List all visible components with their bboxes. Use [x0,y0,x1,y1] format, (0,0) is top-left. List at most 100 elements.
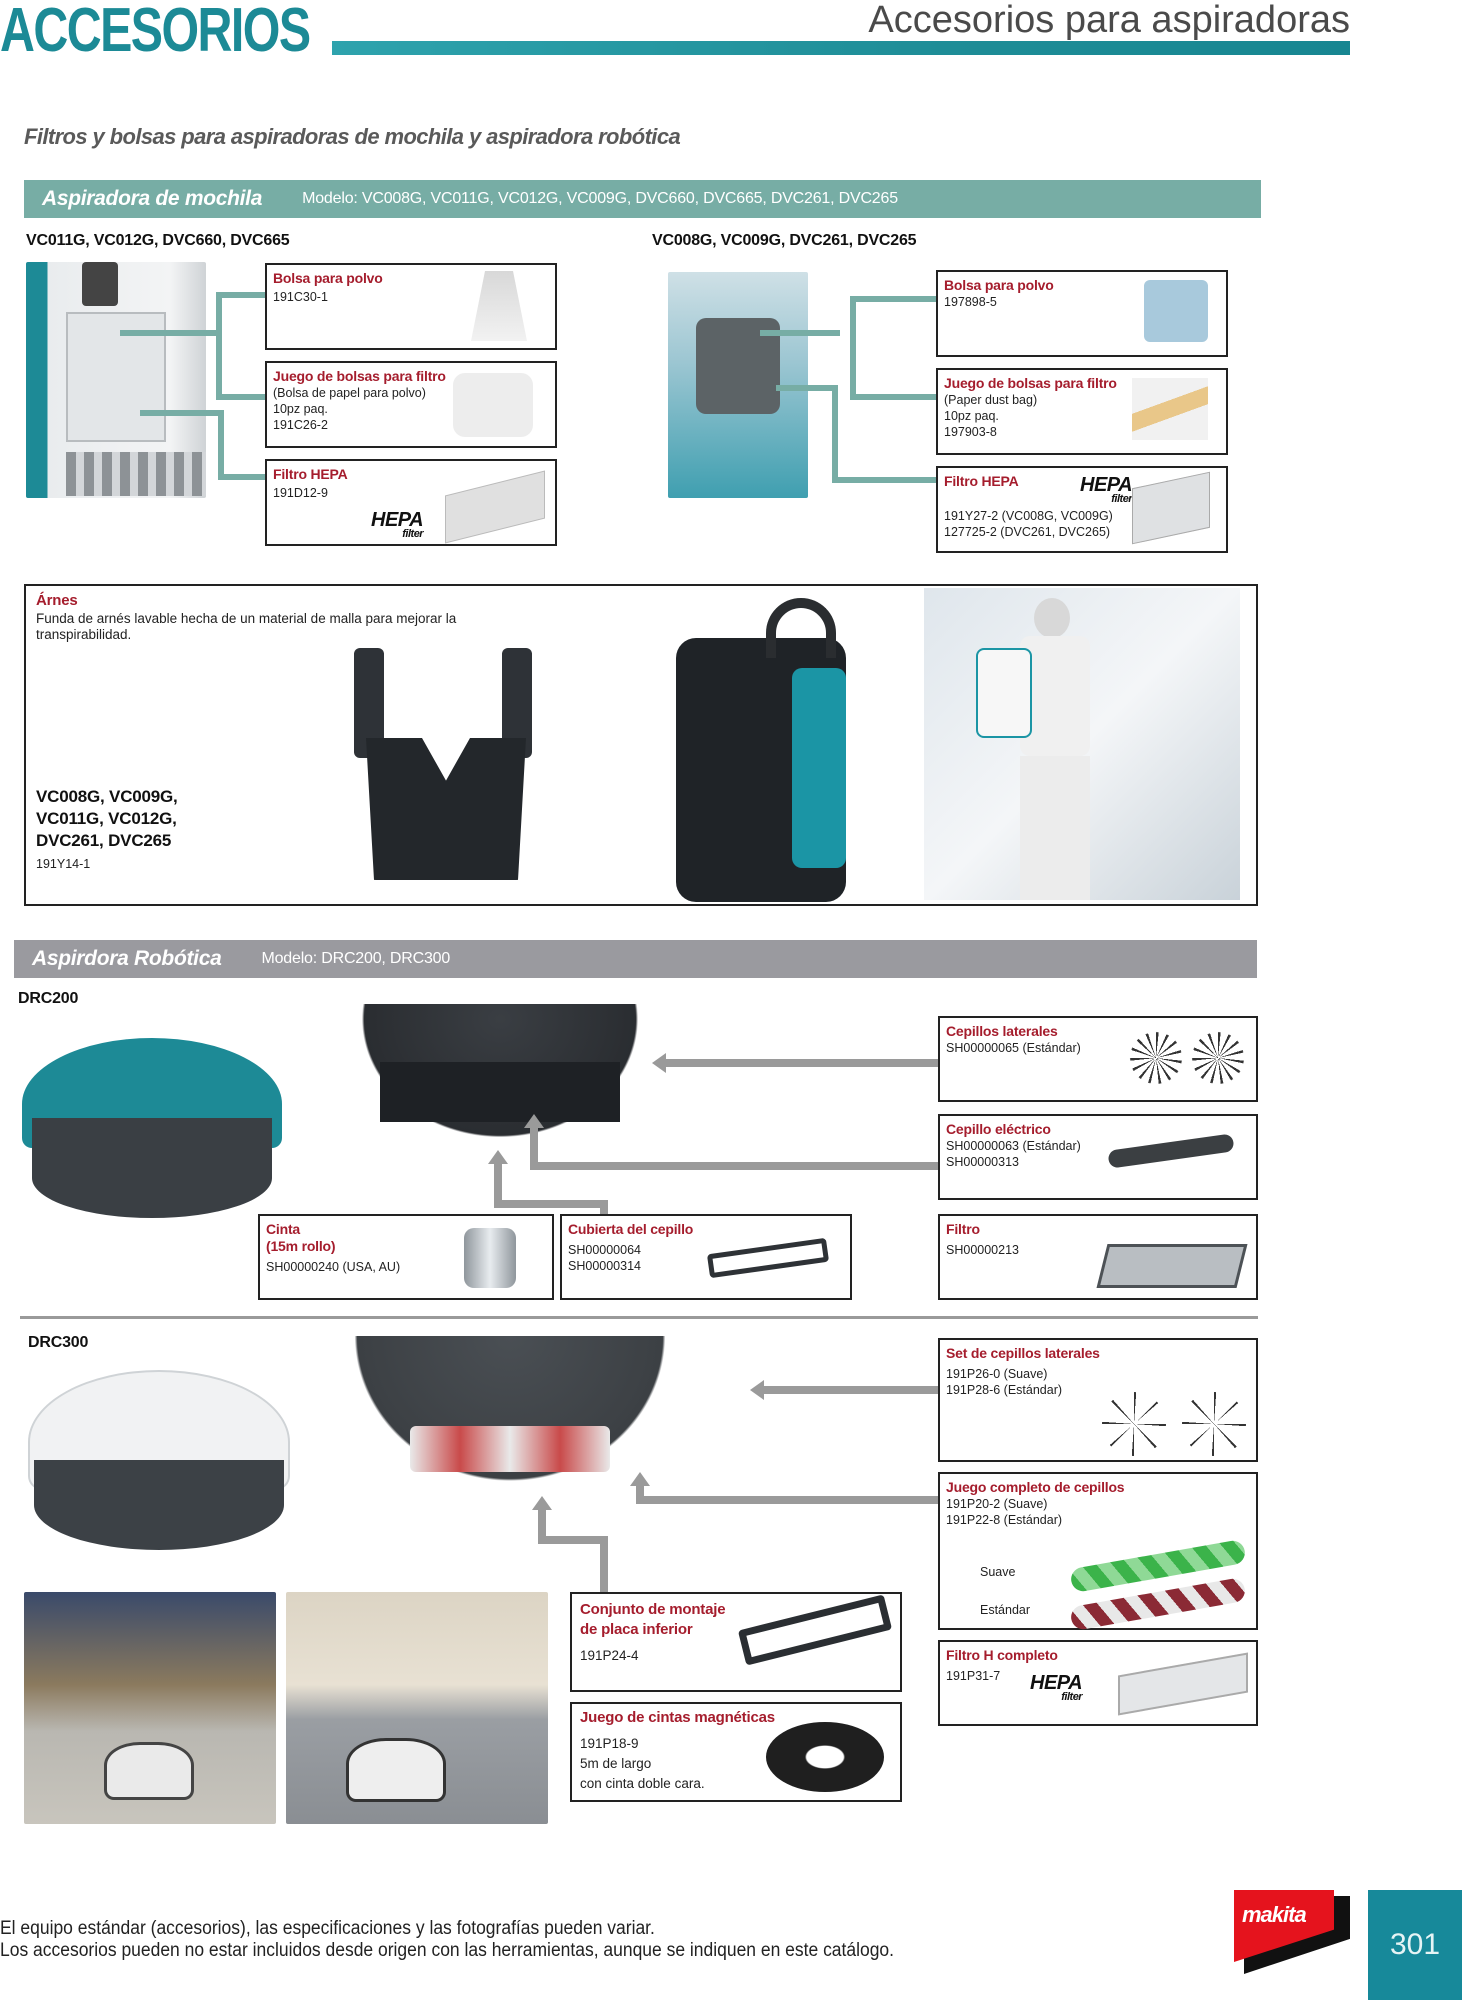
product-code: 191C26-2 [273,418,328,432]
drc200-underside-image [340,1004,660,1156]
product-title: Filtro HEPA [273,466,348,482]
harness-model-line: DVC261, DVC265 [36,831,172,850]
side-brush-icon [1182,1392,1246,1456]
product-code: SH00000313 [946,1155,1019,1169]
tape-roll-image [464,1228,516,1288]
product-code: 191P28-6 (Estándar) [946,1383,1063,1397]
product-title: Bolsa para polvo [273,270,383,286]
product-card-brush-cover[interactable]: Cubierta del cepillo SH00000064 SH000003… [560,1214,852,1300]
product-card-magnetic-tape[interactable]: Juego de cintas magnéticas 191P18-9 5m d… [570,1702,902,1802]
footer-note-1: El equipo estándar (accesorios), las esp… [0,1918,655,1939]
arrow-left-icon [750,1380,764,1400]
product-title-2: (15m rollo) [266,1238,336,1254]
harness-on-vacuum-image [616,598,856,902]
footer-note-2: Los accesorios pueden no estar incluidos… [0,1940,895,1961]
product-card-main-brush[interactable]: Cepillo eléctrico SH00000063 (Estándar) … [938,1114,1258,1200]
product-card-bottom-plate[interactable]: Conjunto de montaje de placa inferior 19… [570,1592,902,1692]
product-title: Juego de bolsas para filtro [273,368,446,384]
harness-code: 191Y14-1 [36,857,91,871]
product-code: 197903-8 [944,425,997,439]
product-title: Juego de bolsas para filtro [944,375,1117,391]
footer-notes: El equipo estándar (accesorios), las esp… [0,1918,894,1962]
soft-label: Suave [980,1565,1016,1579]
product-title: Juego completo de cepillos [946,1479,1125,1495]
product-code: SH00000213 [946,1243,1019,1257]
hepa-badge-sub: filter [1111,493,1133,505]
office-robot-photo [286,1592,548,1824]
side-brush-icon [1188,1028,1248,1088]
harness-image [336,648,566,880]
arrow-up-icon [524,1114,544,1128]
harness-card[interactable]: Árnes Funda de arnés lavable hecha de un… [24,584,1258,906]
product-card-dust-bag[interactable]: Bolsa para polvo 191C30-1 [265,263,557,350]
product-title: Bolsa para polvo [944,277,1054,293]
section-divider [20,1316,1258,1319]
drc300-robot-image [10,1350,300,1560]
dust-bag-blue-image [1144,280,1208,342]
section-band-backpack: Aspiradora de mochila Modelo: VC008G, VC… [24,180,1261,218]
product-code: 191P31-7 [946,1669,1001,1683]
product-code: 191P24-4 [580,1648,639,1663]
product-card-filter-bags-paper[interactable]: Juego de bolsas para filtro (Paper dust … [936,368,1228,455]
page-title: Accesorios para aspiradoras [868,0,1350,41]
model-heading-drc200: DRC200 [18,990,79,1007]
product-note: (Paper dust bag) [944,393,1038,407]
product-title: Cinta [266,1221,301,1237]
side-brush-icon [1126,1028,1186,1088]
hepa-badge-text: HEPA [371,509,424,531]
arrow-up-icon [532,1496,552,1510]
page-number: 301 [1368,1890,1462,2000]
section-band-robotic: Aspirdora Robótica Modelo: DRC200, DRC30… [14,940,1257,978]
arrow-left-icon [652,1053,666,1073]
makita-logo-text: makita [1242,1902,1307,1927]
drc200-robot-image [22,1028,282,1238]
product-card-filter-drc200[interactable]: Filtro SH00000213 [938,1214,1258,1300]
product-qty: 10pz paq. [273,402,328,416]
drc300-underside-image [330,1336,690,1504]
product-title-2: de placa inferior [580,1621,693,1638]
hepa-badge-sub: filter [1061,1691,1083,1703]
product-code: 191P26-0 (Suave) [946,1367,1048,1381]
product-card-side-brush-set[interactable]: Set de cepillos laterales 191P26-0 (Suav… [938,1338,1258,1462]
band-models: Modelo: VC008G, VC011G, VC012G, VC009G, … [302,190,898,207]
band-title: Aspiradora de mochila [42,187,263,210]
product-title: Cepillos laterales [946,1023,1058,1039]
product-code: 127725-2 (DVC261, DVC265) [944,525,1111,539]
product-code: SH00000240 (USA, AU) [266,1260,401,1274]
harness-model-line: VC011G, VC012G, [36,809,177,828]
paper-bag-image [453,373,533,437]
product-card-filter-bags[interactable]: Juego de bolsas para filtro (Bolsa de pa… [265,361,557,448]
product-card-tape[interactable]: Cinta (15m rollo) SH00000240 (USA, AU) [258,1214,554,1300]
product-title: Juego de cintas magnéticas [580,1709,775,1726]
person-using-backpack-vacuum-photo [924,588,1240,900]
product-qty: 10pz paq. [944,409,999,423]
paper-bag-image [1132,378,1208,440]
model-heading-left: VC011G, VC012G, DVC660, DVC665 [26,232,290,249]
product-note: 5m de largo [580,1756,652,1771]
product-note: con cinta doble cara. [580,1776,705,1791]
product-code: 191Y27-2 (VC008G, VC009G) [944,509,1113,523]
side-brush-icon [1102,1392,1166,1456]
makita-logo: makita [1234,1890,1350,1974]
subheading: Filtros y bolsas para aspiradoras de moc… [24,124,681,149]
product-code: 191P22-8 (Estándar) [946,1513,1063,1527]
product-code: SH00000063 (Estándar) [946,1139,1081,1153]
product-card-side-brushes[interactable]: Cepillos laterales SH00000065 (Estándar) [938,1016,1258,1102]
product-code: SH00000065 (Estándar) [946,1041,1081,1055]
product-code: SH00000314 [568,1259,641,1273]
product-card-dust-bag-blue[interactable]: Bolsa para polvo 197898-5 [936,270,1228,357]
product-card-full-brush-set[interactable]: Juego completo de cepillos 191P20-2 (Sua… [938,1472,1258,1632]
arrow-up-icon [630,1472,650,1486]
section-title: ACCESORIOS [0,0,311,65]
product-code: 197898-5 [944,295,997,309]
magnetic-tape-roll-image [766,1722,884,1792]
band-models: Modelo: DRC200, DRC300 [261,950,451,967]
product-code: SH00000064 [568,1243,641,1257]
warehouse-robot-photo [24,1592,276,1824]
